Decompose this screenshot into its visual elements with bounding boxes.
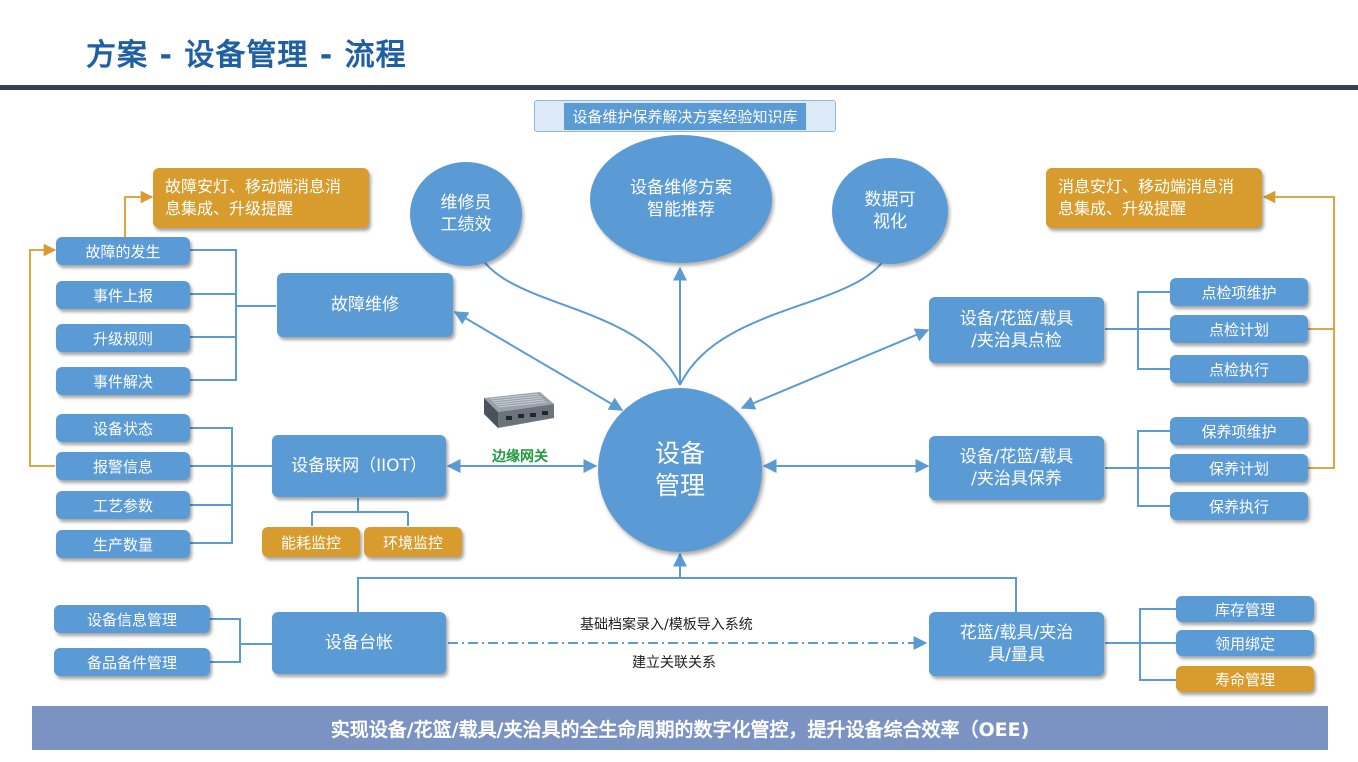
note-line: 息集成、升级提醒 [165, 199, 294, 218]
device-ledger-box: 设备台帐 [272, 612, 446, 674]
knowledge-base-box: 设备维护保养解决方案经验知识库 [534, 100, 836, 132]
maintenance-item-plan: 保养计划 [1170, 454, 1308, 482]
ellipse-line: 智能推荐 [647, 200, 715, 220]
box-line: 具/量具 [988, 645, 1045, 665]
box-line: /夹治具点检 [971, 331, 1062, 351]
right-alert-note: 消息安灯、移动端消息消息集成、升级提醒 [1046, 168, 1262, 228]
box-line: /夹治具保养 [971, 469, 1062, 489]
fixture-item-lifecycle: 寿命管理 [1176, 666, 1314, 692]
fixture-item-inventory: 库存管理 [1176, 596, 1314, 622]
maintenance-box: 设备/花篮/载具/夹治具保养 [929, 436, 1104, 500]
device-management-center: 设备管理 [598, 388, 762, 552]
ledger-link-bottom-label: 建立关联关系 [632, 655, 716, 671]
note-line: 消息安灯、移动端消息消 [1058, 177, 1235, 196]
box-line: 花篮/载具/夹治 [959, 623, 1074, 643]
page-title: 方案 - 设备管理 - 流程 [86, 38, 407, 73]
fixtures-box: 花篮/载具/夹治具/量具 [929, 612, 1104, 676]
fault-step-escalation: 升级规则 [56, 324, 190, 352]
inspection-item-execute: 点检执行 [1170, 355, 1308, 383]
energy-monitor-box: 能耗监控 [262, 527, 360, 557]
smart-recommend-ellipse: 设备维修方案智能推荐 [590, 135, 772, 263]
ledger-link-top-label: 基础档案录入/模板导入系统 [580, 617, 753, 633]
header-divider [0, 85, 1358, 90]
visualization-ellipse: 数据可视化 [832, 158, 948, 264]
knowledge-base-label: 设备维护保养解决方案经验知识库 [564, 102, 806, 130]
fault-step-occur: 故障的发生 [56, 237, 190, 265]
left-alert-note: 故障安灯、移动端消息消息集成、升级提醒 [153, 168, 369, 228]
box-line: 设备/花篮/载具 [959, 309, 1074, 329]
center-line: 设备 [654, 439, 705, 468]
ellipse-line: 视化 [873, 212, 907, 232]
iot-item-alarm-info: 报警信息 [56, 452, 190, 480]
fault-step-report: 事件上报 [56, 281, 190, 309]
ellipse-line: 数据可 [864, 190, 916, 210]
fault-repair-box: 故障维修 [277, 273, 453, 337]
edge-gateway-label: 边缘网关 [492, 449, 548, 465]
inspection-item-plan: 点检计划 [1170, 315, 1308, 343]
maintenance-staff-performance-ellipse: 维修员工绩效 [410, 162, 522, 266]
iot-box: 设备联网（IIOT） [272, 435, 446, 497]
ledger-item-spare-parts: 备品备件管理 [54, 648, 210, 676]
ledger-item-device-info: 设备信息管理 [54, 605, 210, 633]
inspection-item-maintain: 点检项维护 [1170, 278, 1308, 306]
ellipse-line: 设备维修方案 [630, 178, 732, 198]
ellipse-line: 工绩效 [440, 215, 492, 235]
inspection-box: 设备/花篮/载具/夹治具点检 [929, 297, 1104, 363]
edge-gateway-device-icon [484, 392, 554, 428]
ellipse-line: 维修员 [440, 193, 492, 213]
note-line: 故障安灯、移动端消息消 [165, 177, 342, 196]
center-line: 管理 [654, 471, 705, 500]
box-line: 设备/花篮/载具 [959, 447, 1074, 467]
iot-item-production-qty: 生产数量 [56, 530, 190, 558]
environment-monitor-box: 环境监控 [364, 527, 462, 557]
maintenance-item-maintain: 保养项维护 [1170, 417, 1308, 445]
bottom-banner: 实现设备/花篮/载具/夹治具的全生命周期的数字化管控，提升设备综合效率（OEE) [32, 706, 1328, 750]
maintenance-item-execute: 保养执行 [1170, 492, 1308, 520]
fixture-item-binding: 领用绑定 [1176, 630, 1314, 656]
fault-step-resolve: 事件解决 [56, 367, 190, 395]
iot-item-process-params: 工艺参数 [56, 491, 190, 519]
iot-item-device-status: 设备状态 [56, 414, 190, 442]
note-line: 息集成、升级提醒 [1058, 199, 1187, 218]
